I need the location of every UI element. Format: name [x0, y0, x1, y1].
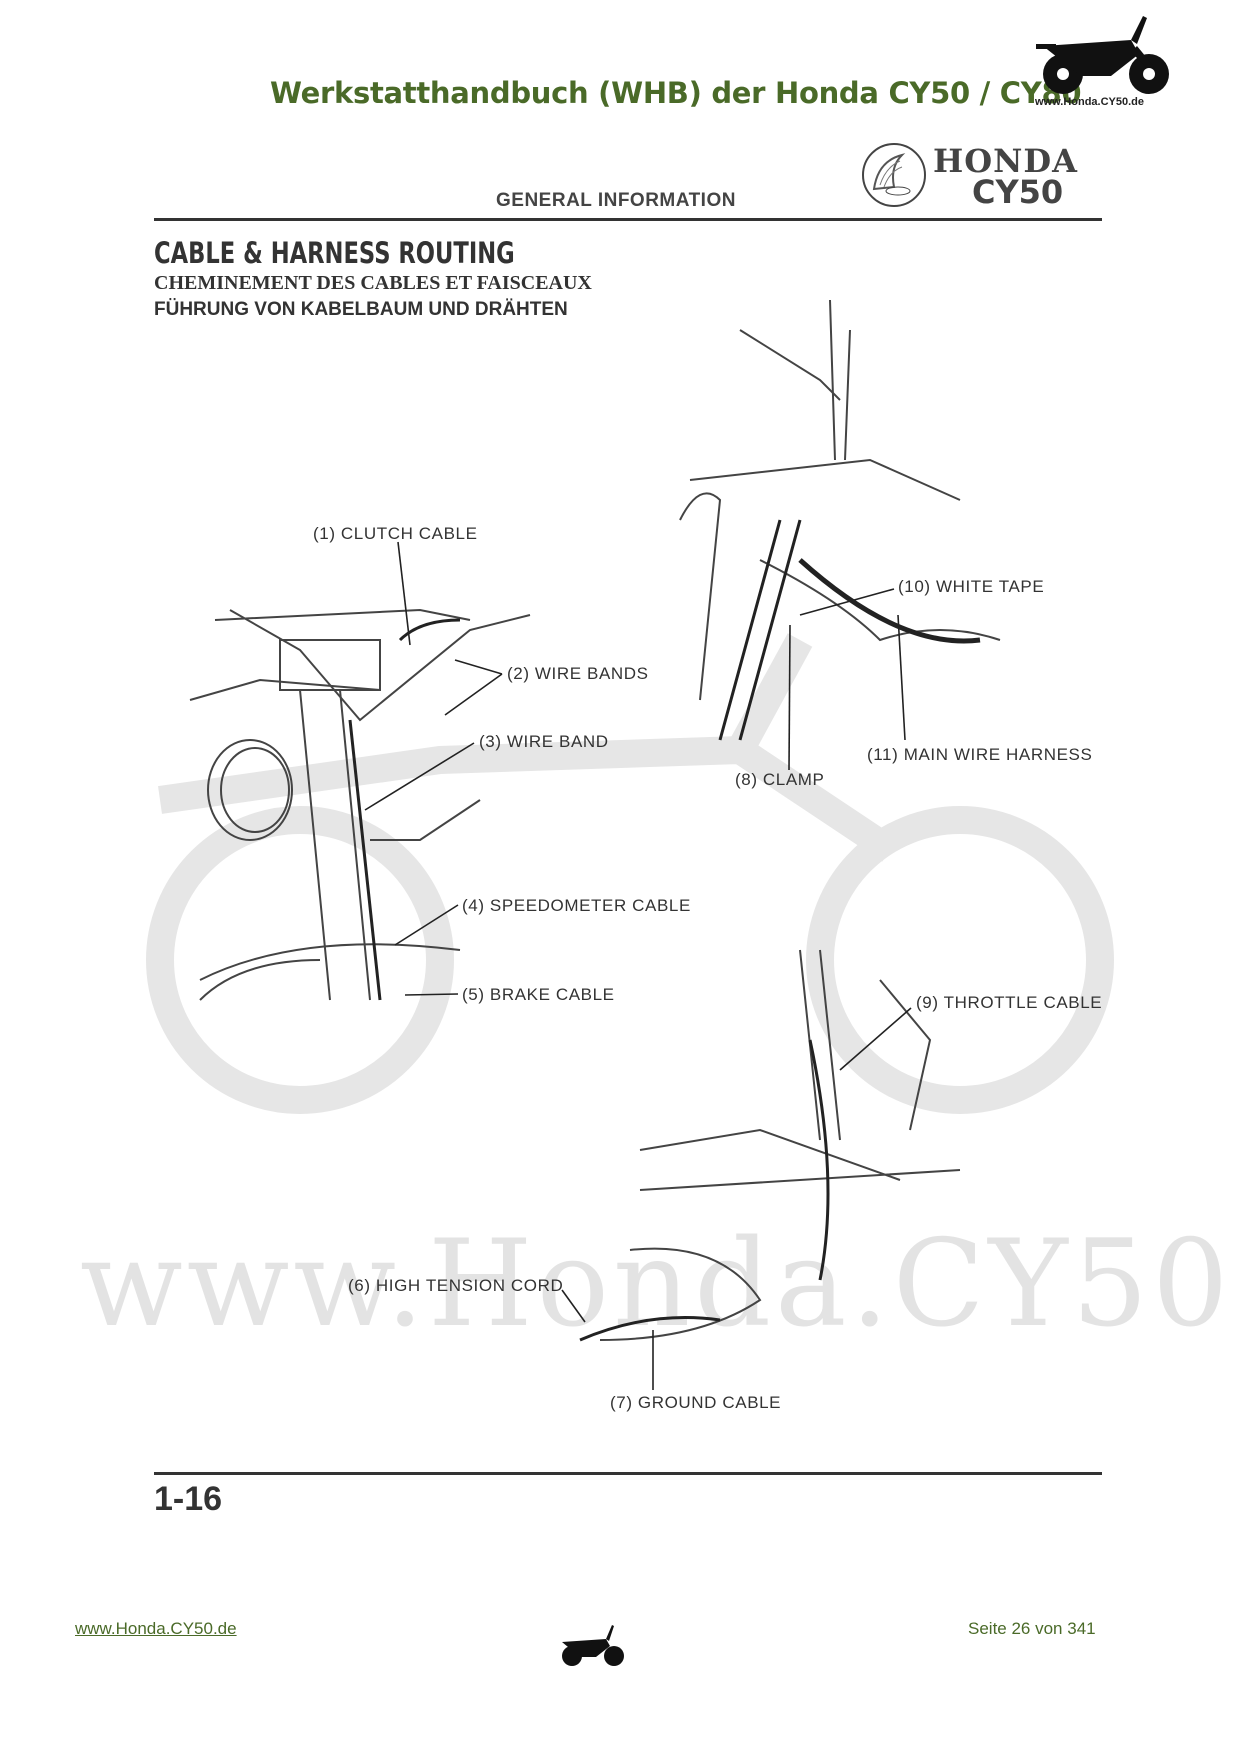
label-white-tape: (10) WHITE TAPE [898, 577, 1045, 596]
honda-brand: HONDA [933, 142, 1078, 180]
label-high-tension-cord: (6) HIGH TENSION CORD [348, 1276, 564, 1295]
label-wire-bands: (2) WIRE BANDS [507, 664, 649, 683]
label-wire-band: (3) WIRE BAND [479, 732, 609, 751]
honda-model: CY50 [972, 173, 1064, 211]
footer-rule [154, 1472, 1102, 1475]
honda-wing-icon [862, 143, 926, 207]
footer-website-link[interactable]: www.Honda.CY50.de [75, 1619, 237, 1638]
site-logo: www.Honda.CY50.de [1031, 6, 1181, 112]
footer-motorcycle-logo-icon [562, 1625, 624, 1666]
page-number: 1-16 [154, 1480, 223, 1518]
footer-page-count: Seite 26 von 341 [968, 1619, 1096, 1638]
watermark: www.Honda.CY50.de [80, 1215, 1240, 1354]
section-title-en: CABLE & HARNESS ROUTING [154, 236, 515, 270]
label-ground-cable: (7) GROUND CABLE [610, 1393, 782, 1412]
watermark-motorcycle [146, 633, 1114, 1114]
document-title: Werkstatthandbuch (WHB) der Honda CY50 /… [270, 76, 1082, 110]
motorcycle-logo-icon [1036, 16, 1169, 94]
label-clutch-cable: (1) CLUTCH CABLE [313, 524, 478, 543]
label-clamp: (8) CLAMP [735, 770, 825, 789]
label-main-wire-harness: (11) MAIN WIRE HARNESS [867, 745, 1093, 764]
section-header: GENERAL INFORMATION [496, 190, 736, 211]
section-title-de: FÜHRUNG VON KABELBAUM UND DRÄHTEN [154, 299, 568, 320]
label-speedometer-cable: (4) SPEEDOMETER CABLE [462, 896, 691, 915]
cable-routing-illustration [189, 299, 1001, 1390]
label-throttle-cable: (9) THROTTLE CABLE [916, 993, 1103, 1012]
label-brake-cable: (5) BRAKE CABLE [462, 985, 615, 1004]
logo-text: www.Honda.CY50.de [1035, 96, 1145, 108]
section-title-fr: CHEMINEMENT DES CABLES ET FAISCEAUX [154, 272, 592, 294]
header-rule [154, 218, 1102, 221]
